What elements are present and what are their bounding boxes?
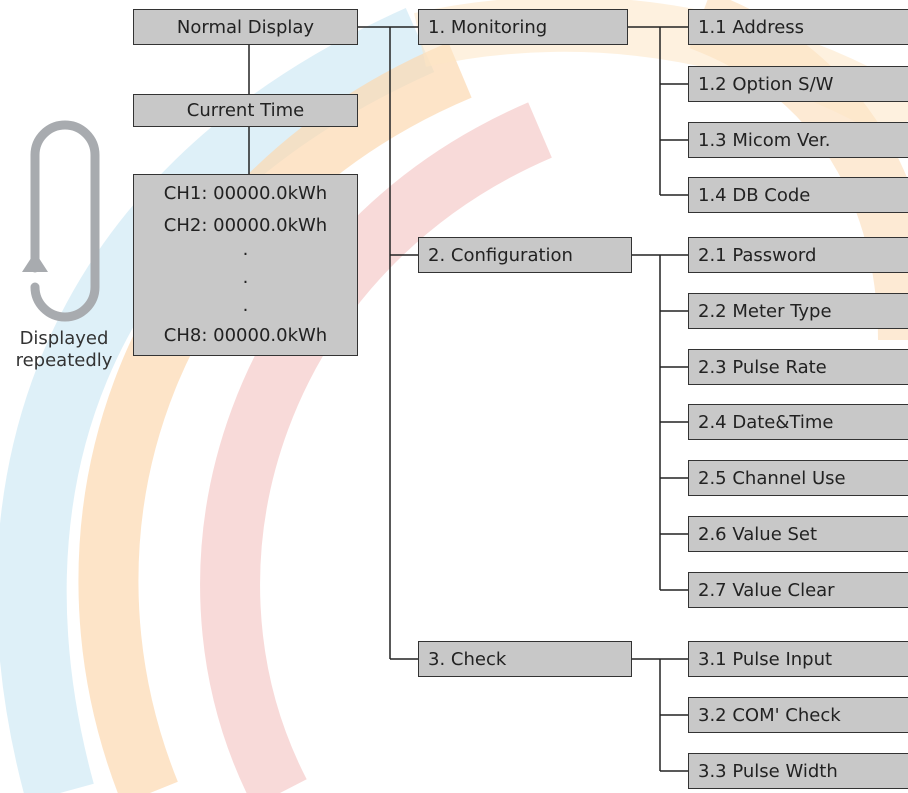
loop-label-line: Displayed [19,328,109,349]
repeat-arrowhead-icon [22,252,48,272]
submenu-meter-type: 2.2 Meter Type [688,293,908,329]
channel-reading: CH8: 00000.0kWh [163,325,328,346]
ellipsis-dot: . [242,239,249,260]
ellipsis-dot: . [242,295,249,316]
repeat-loop-icon [30,120,100,322]
ellipsis-dot: . [242,267,249,288]
channel-reading: CH2: 00000.0kWh [163,215,328,236]
submenu-date-time: 2.4 Date&Time [688,404,908,440]
normal-display-box: Normal Display [133,9,358,45]
submenu-micom-ver: 1.3 Micom Ver. [688,122,908,158]
loop-label: Displayed repeatedly [0,328,128,372]
submenu-pulse-width: 3.3 Pulse Width [688,753,908,789]
submenu-pulse-rate: 2.3 Pulse Rate [688,349,908,385]
menu-monitoring: 1. Monitoring [418,9,628,45]
loop-label-line: repeatedly [15,350,113,371]
submenu-address: 1.1 Address [688,9,908,45]
submenu-password: 2.1 Password [688,237,908,273]
submenu-db-code: 1.4 DB Code [688,177,908,213]
menu-configuration: 2. Configuration [418,237,632,273]
submenu-channel-use: 2.5 Channel Use [688,460,908,496]
menu-check: 3. Check [418,641,632,677]
current-time-box: Current Time [133,94,358,127]
submenu-com-check: 3.2 COM' Check [688,697,908,733]
channel-readings-box: CH1: 00000.0kWh CH2: 00000.0kWh . . . CH… [133,174,358,356]
channel-reading: CH1: 00000.0kWh [163,183,328,204]
submenu-pulse-input: 3.1 Pulse Input [688,641,908,677]
submenu-value-clear: 2.7 Value Clear [688,572,908,608]
submenu-option-sw: 1.2 Option S/W [688,66,908,102]
submenu-value-set: 2.6 Value Set [688,516,908,552]
